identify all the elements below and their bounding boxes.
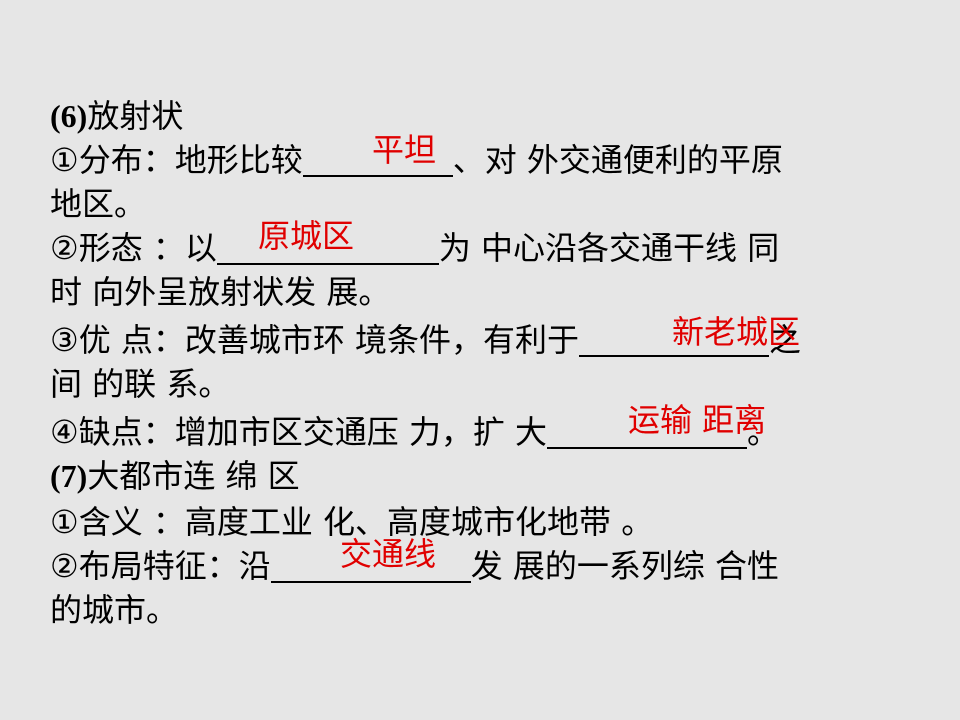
answer-old-city: 原城区 — [258, 217, 355, 255]
item3-text-before: ③优 点：改善城市环 境条件，有利于 — [50, 321, 580, 359]
s7-item2-blank — [270, 547, 471, 583]
section7-item2-cont: 的城市。 — [50, 591, 179, 629]
section6-item1-cont: 地区。 — [50, 185, 147, 223]
answer-flat: 平坦 — [372, 131, 437, 169]
item4-text-before: ④缺点：增加市区交通压 力，扩 大 — [50, 413, 548, 451]
section6-item4: ④缺点：增加市区交通压 力，扩 大 。 — [50, 410, 779, 454]
section6-number: (6) — [50, 98, 88, 134]
answer-new-old-city: 新老城区 — [672, 313, 801, 351]
section6-item3: ③优 点：改善城市环 境条件，有利于 之 — [50, 318, 801, 362]
section7-item2: ②布局特征：沿 发 展的一系列综 合性 — [50, 544, 779, 588]
s7-item2-text-before: ②布局特征：沿 — [50, 547, 271, 585]
section7-title: 大都市连 绵 区 — [87, 457, 300, 495]
section6-heading: (6)放射状 — [50, 94, 183, 138]
item1-text-after: 、对 外交通便利的平原 — [452, 141, 783, 179]
item2-text-after: 为 中心沿各交通干线 同 — [438, 229, 780, 267]
section7-item1: ①含义 ：高度工业 化、高度城市化地带 。 — [50, 503, 654, 541]
item1-text-before: ①分布：地形比较 — [50, 141, 303, 179]
item3-text-after: 之 — [769, 321, 802, 359]
item3-blank — [579, 321, 770, 357]
answer-transport-distance: 运输 距离 — [628, 401, 767, 439]
item4-text-after: 。 — [747, 413, 780, 451]
section6-item1: ①分布：地形比较 、对 外交通便利的平原 — [50, 138, 783, 182]
answer-traffic-line: 交通线 — [340, 535, 437, 573]
section6-item3-cont: 间 的联 系。 — [50, 365, 231, 403]
item4-blank — [547, 413, 748, 449]
item2-blank — [216, 229, 439, 265]
s7-item2-text-after: 发 展的一系列综 合性 — [470, 547, 780, 585]
item1-blank — [302, 141, 453, 177]
section7-heading: (7)大都市连 绵 区 — [50, 454, 300, 498]
section6-item2: ②形态 ：以 为 中心沿各交通干线 同 — [50, 226, 779, 270]
item2-text-before: ②形态 ：以 — [50, 229, 217, 267]
section7-number: (7) — [50, 458, 88, 494]
section6-title: 放射状 — [87, 97, 184, 135]
section6-item2-cont: 时 向外呈放射状发 展。 — [50, 273, 391, 311]
